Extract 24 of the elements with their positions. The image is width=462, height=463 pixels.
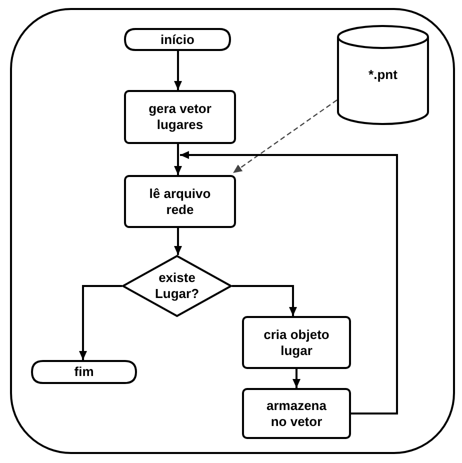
node-label: existe Lugar?	[154, 270, 200, 302]
process-box	[242, 388, 351, 439]
decision-diamond	[122, 255, 232, 317]
database-cylinder	[337, 25, 429, 124]
arrow	[232, 285, 297, 316]
arrow	[232, 100, 338, 174]
arrow	[292, 369, 300, 388]
node-label: lê arquivo rede	[148, 186, 212, 218]
arrow	[79, 285, 122, 360]
arrow	[174, 144, 182, 175]
process-box	[242, 316, 351, 369]
process-box	[124, 175, 236, 228]
node-label: início	[160, 32, 194, 48]
process-box	[124, 90, 236, 144]
terminator-shape	[124, 28, 231, 51]
node-label: fim	[74, 364, 94, 380]
arrow	[174, 228, 182, 255]
node-label: armazena no vetor	[266, 398, 328, 430]
arrow	[180, 151, 398, 414]
node-label: cria objeto lugar	[262, 326, 330, 358]
arrow	[174, 51, 182, 90]
node-label: gera vetor lugares	[148, 101, 212, 133]
terminator-shape	[31, 360, 137, 384]
node-label: *.pnt	[368, 66, 398, 82]
